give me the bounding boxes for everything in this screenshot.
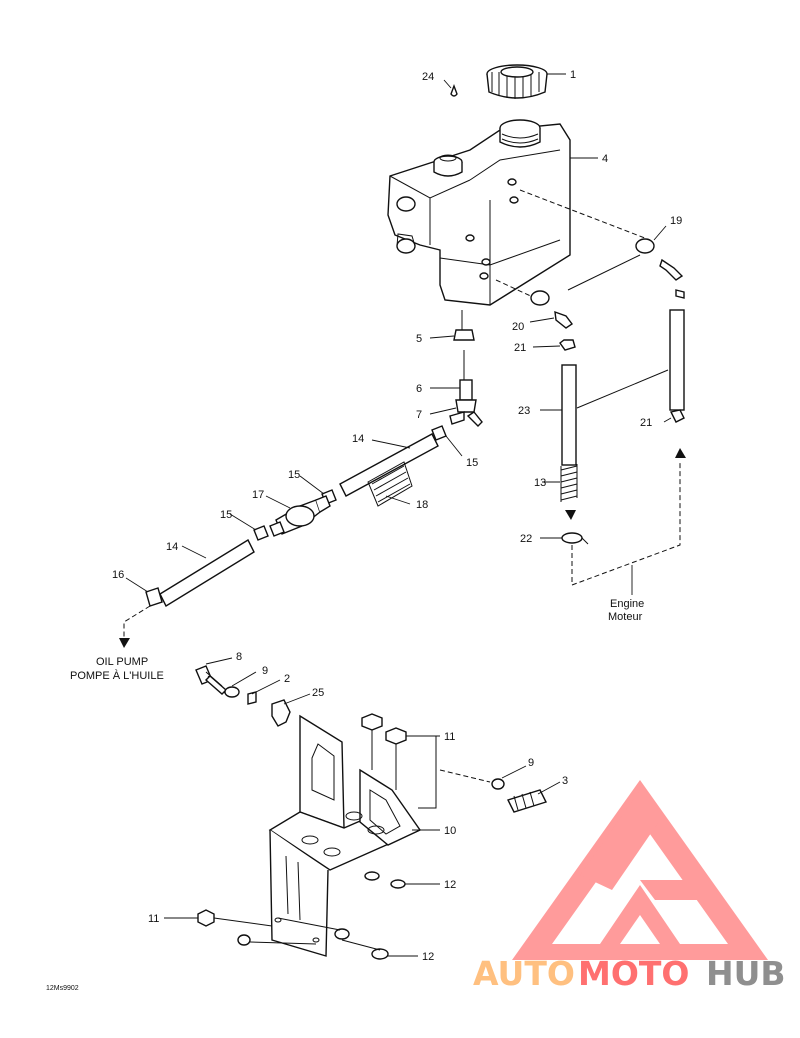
grommet-left bbox=[530, 290, 550, 306]
callout-2: 2 bbox=[284, 673, 290, 685]
oil-pump-label-fr: POMPE À L'HUILE bbox=[70, 669, 164, 682]
oil-filter-17 bbox=[269, 495, 331, 537]
nut-11-top-b bbox=[385, 727, 407, 745]
tank-cap bbox=[486, 64, 548, 99]
callout-18: 18 bbox=[416, 499, 428, 511]
callout-15-top: 15 bbox=[466, 457, 478, 469]
callout-15-bottom: 15 bbox=[220, 509, 232, 521]
oil-pump-arrow bbox=[119, 638, 130, 648]
logo-word-moto: MOTO bbox=[578, 954, 689, 993]
callout-21-right: 21 bbox=[640, 417, 652, 429]
oil-tank bbox=[387, 119, 571, 306]
flow-arrow-down bbox=[565, 510, 576, 520]
o-ring-24 bbox=[450, 84, 458, 97]
tee-connector-7 bbox=[455, 399, 477, 413]
washer-bottom-left bbox=[237, 934, 251, 946]
spring-13 bbox=[560, 464, 578, 502]
callout-22: 22 bbox=[520, 533, 532, 545]
spring-18 bbox=[367, 461, 413, 507]
bolt-8 bbox=[195, 665, 228, 695]
washer-12-d bbox=[371, 948, 389, 960]
callout-25: 25 bbox=[312, 687, 324, 699]
callout-13: 13 bbox=[534, 477, 546, 489]
washer-9-right bbox=[491, 778, 505, 790]
oil-pump-label-en: OIL PUMP bbox=[96, 656, 148, 668]
callout-21-left: 21 bbox=[514, 342, 526, 354]
hose-14-bottom bbox=[159, 539, 255, 607]
washer-9-top bbox=[224, 686, 240, 698]
callout-3: 3 bbox=[562, 775, 568, 787]
callout-14-bottom: 14 bbox=[166, 541, 178, 553]
nut-11-top-a bbox=[361, 713, 383, 731]
callout-5: 5 bbox=[416, 333, 422, 345]
washer-12-c bbox=[334, 928, 350, 940]
callout-19: 19 bbox=[670, 215, 682, 227]
clamp-21-right bbox=[669, 409, 685, 423]
drawing-reference: 12Ms9902 bbox=[46, 985, 79, 992]
callout-24: 24 bbox=[422, 71, 434, 83]
elbow-fitting-20 bbox=[554, 310, 574, 329]
callout-7: 7 bbox=[416, 409, 422, 421]
callout-12-right: 12 bbox=[444, 879, 456, 891]
washer-12-a bbox=[364, 871, 380, 881]
callout-10: 10 bbox=[444, 825, 456, 837]
clamp-right-top bbox=[675, 289, 685, 299]
callout-6: 6 bbox=[416, 383, 422, 395]
engine-label-en: Engine bbox=[610, 598, 644, 610]
mounting-bracket-10 bbox=[268, 714, 422, 957]
leader-lines bbox=[125, 73, 672, 957]
nut-11-bottom bbox=[197, 909, 215, 927]
washer-12-b bbox=[390, 879, 406, 889]
automotohub-logo bbox=[512, 780, 768, 960]
callout-numbers: 1 24 4 19 20 21 5 6 7 23 21 14 15 15 13 … bbox=[112, 69, 682, 963]
callout-15-middle: 15 bbox=[288, 469, 300, 481]
hose-14-top bbox=[339, 433, 439, 497]
callout-17: 17 bbox=[252, 489, 264, 501]
logo-word-auto: AUTO bbox=[473, 954, 575, 993]
logo-word-hub: HUB bbox=[706, 954, 786, 993]
callout-14-top: 14 bbox=[352, 433, 364, 445]
clamp-22 bbox=[561, 532, 583, 544]
callout-9-right: 9 bbox=[528, 757, 534, 769]
grommet-19 bbox=[635, 238, 655, 254]
strainer-6 bbox=[459, 379, 473, 401]
plate-2 bbox=[247, 691, 257, 705]
callout-8: 8 bbox=[236, 651, 242, 663]
bolt-3 bbox=[507, 789, 547, 813]
callout-1: 1 bbox=[570, 69, 576, 81]
callout-11-bottom: 11 bbox=[148, 913, 159, 925]
engine-route bbox=[571, 462, 681, 586]
clamp-21-left bbox=[559, 339, 576, 351]
grommet-5 bbox=[453, 329, 475, 341]
elbow-fitting-right bbox=[659, 258, 684, 281]
callout-16: 16 bbox=[112, 569, 124, 581]
callout-9-top: 9 bbox=[262, 665, 268, 677]
flow-arrow-up bbox=[675, 448, 686, 458]
callout-23: 23 bbox=[518, 405, 530, 417]
engine-label-fr: Moteur bbox=[608, 611, 643, 623]
callout-4: 4 bbox=[602, 153, 608, 165]
hose-right bbox=[669, 309, 685, 411]
clamp-15-bottom bbox=[253, 525, 269, 541]
callout-11-top: 11 bbox=[444, 731, 455, 743]
hose-23 bbox=[561, 364, 577, 466]
clip-25 bbox=[271, 699, 291, 727]
clamp-16 bbox=[145, 587, 163, 607]
callout-12-bottom: 12 bbox=[422, 951, 434, 963]
callout-20: 20 bbox=[512, 321, 524, 333]
